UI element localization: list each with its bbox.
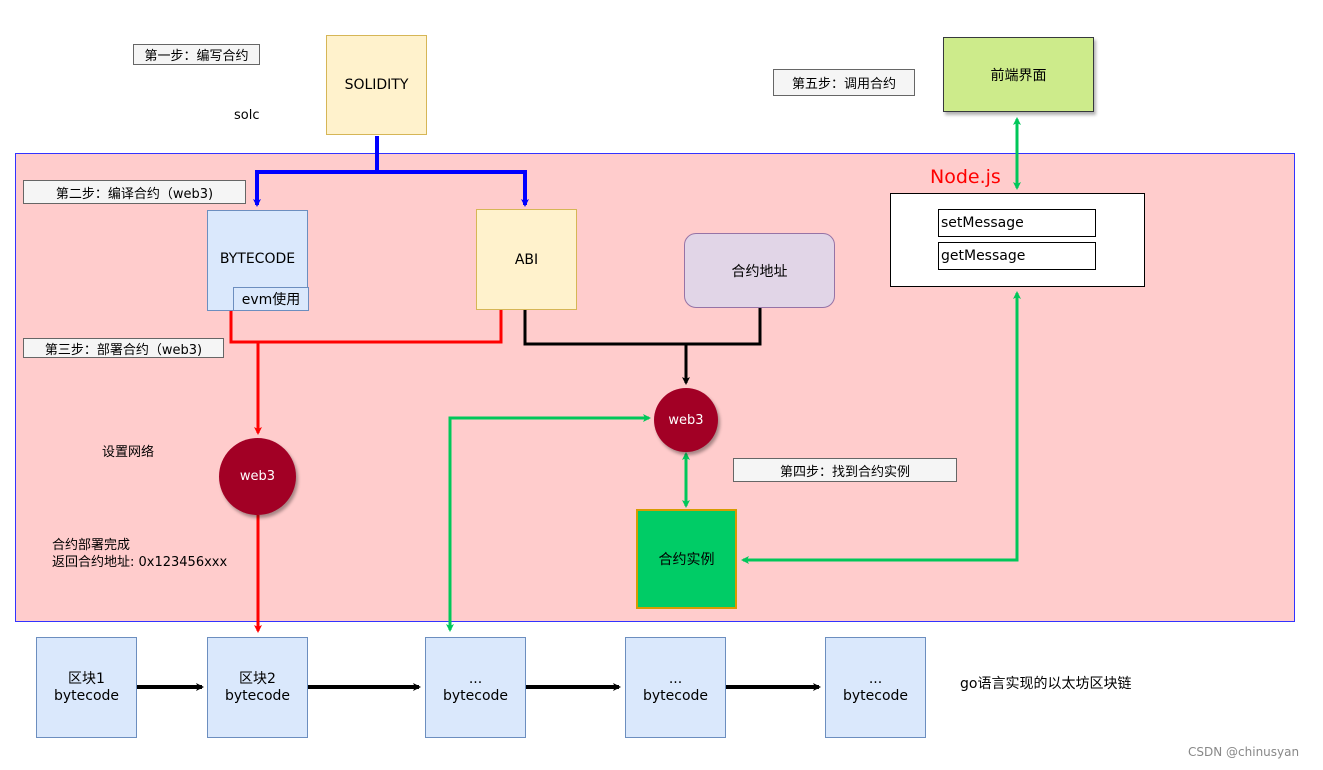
- step5-label: 第五步：调用合约: [773, 69, 915, 96]
- watermark: CSDN @chinusyan: [1188, 745, 1300, 759]
- step3-label: 第三步：部署合约（web3): [23, 338, 224, 358]
- block-4[interactable]: ... bytecode: [625, 637, 726, 738]
- frontend-label: 前端界面: [990, 67, 1047, 84]
- chain-label: go语言实现的以太坊区块链: [960, 676, 1132, 692]
- deploy-done-line1: 合约部署完成: [52, 538, 131, 553]
- abi-label: ABI: [514, 251, 539, 268]
- compile-arrow-bytecode: [253, 136, 379, 207]
- evm-label: evm使用: [241, 292, 301, 308]
- block-title: ...: [668, 670, 683, 687]
- web3-deploy-node[interactable]: web3: [219, 438, 296, 515]
- compile-arrow-abi: [377, 170, 529, 207]
- contract-instance-label: 合约实例: [658, 552, 715, 568]
- get-message-method[interactable]: getMessage: [938, 242, 1096, 270]
- solc-label: solc: [234, 108, 260, 123]
- block-3[interactable]: ... bytecode: [425, 637, 526, 738]
- bytecode-label: BYTECODE: [219, 251, 296, 267]
- web3-find-node[interactable]: web3: [654, 388, 718, 452]
- find-arrow-abi: [523, 310, 690, 385]
- deploy-done-line2: 返回合约地址: 0x123456xxx: [52, 555, 228, 570]
- nodejs-title: Node.js: [930, 166, 1001, 188]
- solidity-label: SOLIDITY: [344, 77, 409, 93]
- web3-deploy-label: web3: [239, 469, 276, 484]
- network-label: 设置网络: [102, 445, 155, 460]
- contract-address-label: 合约地址: [731, 263, 788, 280]
- block-bytecode: bytecode: [842, 687, 909, 704]
- get-message-label: getMessage: [941, 248, 1026, 264]
- step4-label: 第四步：找到合约实例: [733, 458, 957, 482]
- block-title: 区块2: [239, 670, 276, 687]
- solidity-node[interactable]: SOLIDITY: [326, 35, 427, 135]
- web3-find-label: web3: [668, 412, 704, 428]
- block-5[interactable]: ... bytecode: [825, 637, 926, 738]
- block-2[interactable]: 区块2 bytecode: [207, 637, 308, 738]
- step1-label: 第一步：编写合约: [133, 44, 260, 65]
- block-title: ...: [468, 670, 483, 687]
- block-title: ...: [868, 670, 883, 687]
- set-message-method[interactable]: setMessage: [938, 209, 1096, 237]
- nodejs-panel: [890, 193, 1145, 287]
- frontend-node[interactable]: 前端界面: [943, 37, 1094, 112]
- block-bytecode: bytecode: [442, 687, 509, 704]
- step2-label: 第二步：编译合约（web3): [23, 180, 246, 204]
- contract-instance-node[interactable]: 合约实例: [636, 509, 737, 609]
- block-title: 区块1: [68, 670, 105, 687]
- chain-to-web3-arrow: [446, 414, 651, 632]
- contract-address-node[interactable]: 合约地址: [684, 233, 835, 308]
- set-message-label: setMessage: [941, 215, 1024, 231]
- deploy-arrow-bytecode: [229, 310, 262, 435]
- find-arrow-address: [686, 308, 762, 346]
- evm-usage-node[interactable]: evm使用: [233, 287, 309, 311]
- abi-node[interactable]: ABI: [476, 209, 577, 310]
- deploy-arrow-abi: [258, 310, 503, 344]
- block-1[interactable]: 区块1 bytecode: [36, 637, 137, 738]
- block-bytecode: bytecode: [53, 687, 120, 704]
- block-bytecode: bytecode: [224, 687, 291, 704]
- nodejs-instance-arrow: [741, 291, 1021, 564]
- block-bytecode: bytecode: [642, 687, 709, 704]
